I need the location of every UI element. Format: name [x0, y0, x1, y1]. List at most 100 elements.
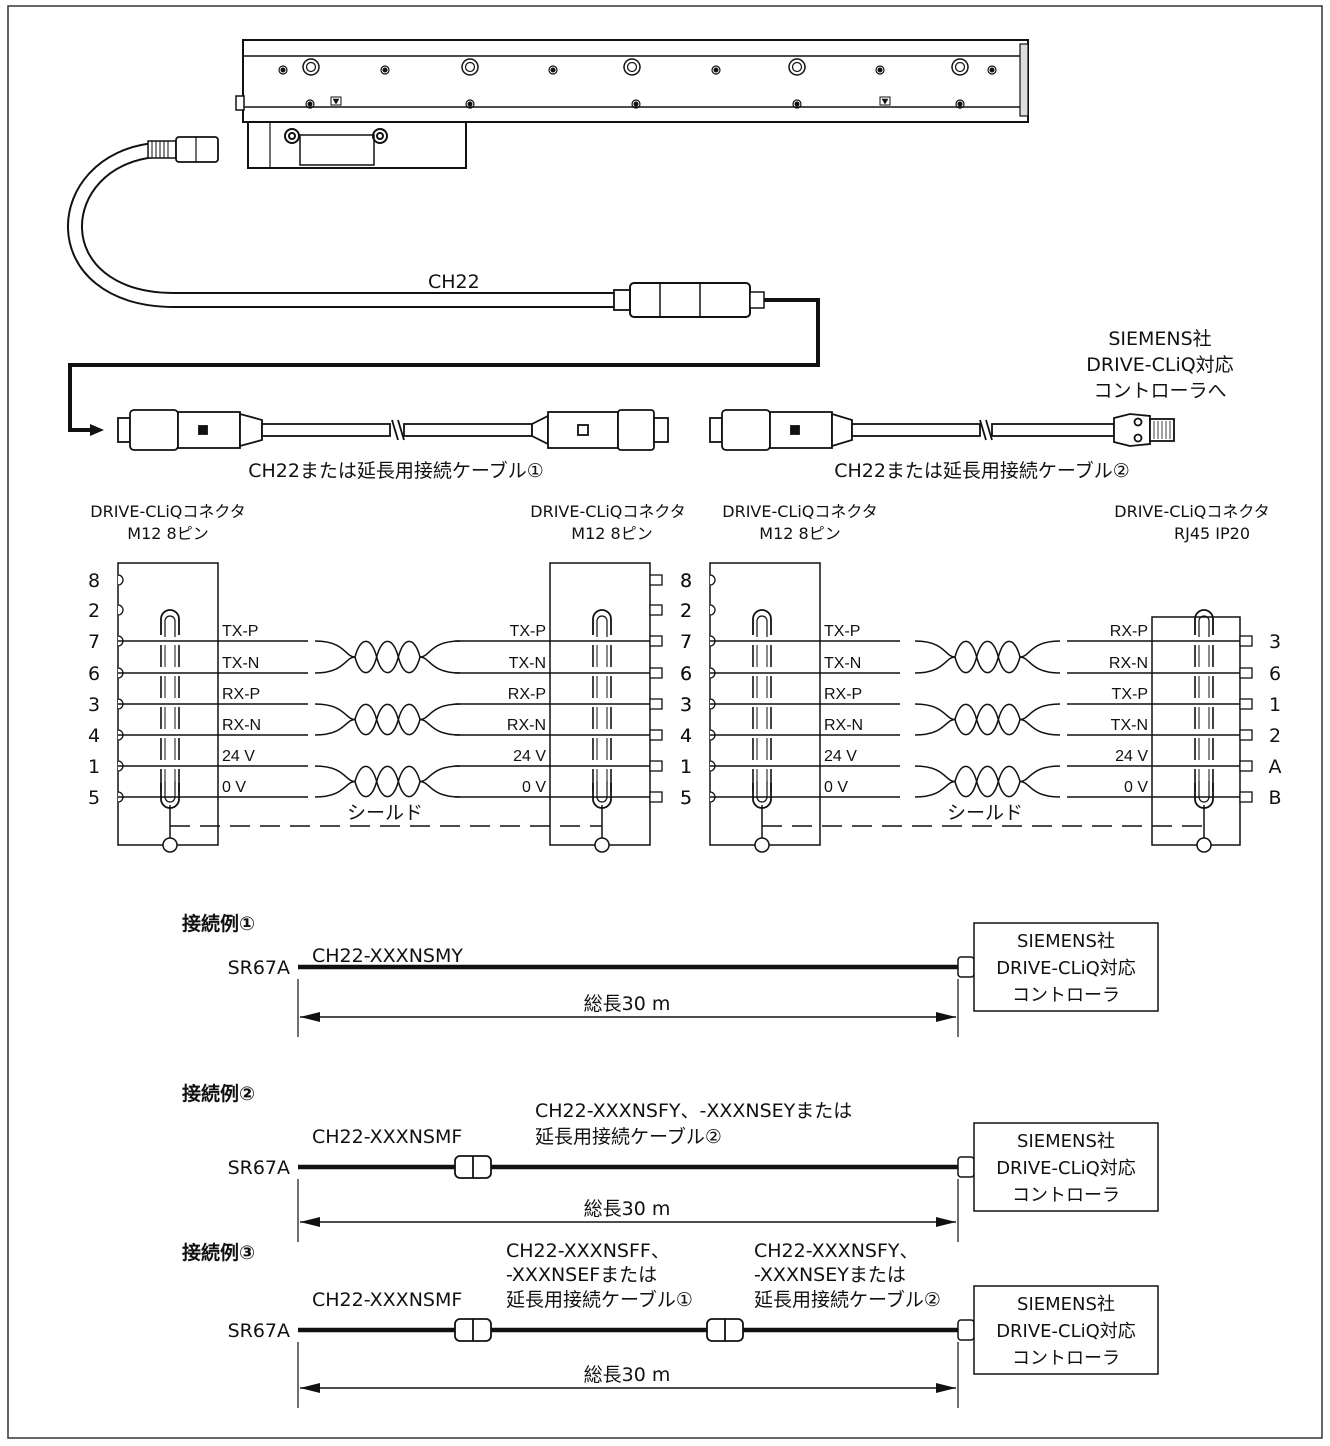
signal-label: TX-P — [222, 623, 258, 640]
device-label: SR67A — [228, 957, 290, 979]
pin-number: 1 — [1269, 694, 1281, 716]
pin-number: 2 — [88, 600, 100, 622]
signal-label: RX-N — [824, 717, 863, 734]
segment-label: CH22-XXXNSFY、 — [754, 1240, 919, 1262]
signal-label: TX-N — [824, 655, 861, 672]
signal-label: 24 V — [824, 748, 857, 765]
svg-text:RJ45 IP20: RJ45 IP20 — [1174, 524, 1250, 543]
segment-label: CH22-XXXNSFY、-XXXNSEYまたは — [535, 1100, 852, 1122]
signal-label: RX-P — [1110, 623, 1148, 640]
pin-number: 7 — [680, 631, 692, 653]
pin-number: 4 — [680, 725, 692, 747]
pin-number: 4 — [680, 725, 692, 747]
segment-label: CH22-XXXNSMF — [312, 1126, 462, 1148]
svg-text:DRIVE-CLiQ対応: DRIVE-CLiQ対応 — [996, 1158, 1136, 1179]
pin-number: 3 — [680, 694, 692, 716]
total-length-label: 総長30 m — [584, 993, 671, 1015]
segment-label: CH22-XXXNSFF、 — [506, 1240, 670, 1262]
signal-label: TX-N — [1111, 717, 1148, 734]
controller-connector — [957, 956, 975, 978]
signal-label: 0 V — [222, 779, 246, 796]
signal-label: RX-P — [508, 686, 546, 703]
example-title: 接続例③ — [182, 1241, 255, 1264]
pin-number: 4 — [88, 725, 100, 747]
svg-text:コントローラへ: コントローラへ — [1093, 380, 1226, 402]
segment-label: -XXXNSEYまたは — [754, 1264, 906, 1286]
svg-text:SIEMENS社: SIEMENS社 — [1108, 328, 1211, 350]
segment-label: 延長用接続ケーブル① — [506, 1288, 693, 1311]
pin-number: 3 — [680, 694, 692, 716]
cable1-title: CH22または延長用接続ケーブル① — [248, 459, 544, 482]
svg-text:コントローラ: コントローラ — [1012, 1185, 1120, 1206]
pin-number: 8 — [680, 570, 692, 592]
signal-label: RX-N — [507, 717, 546, 734]
ch22-cable — [67, 136, 820, 432]
svg-text:DRIVE-CLiQ対応: DRIVE-CLiQ対応 — [996, 958, 1136, 979]
controller-connector — [957, 1156, 975, 1178]
sensor-head — [235, 39, 1029, 169]
signal-label: TX-P — [1112, 686, 1148, 703]
svg-text:DRIVE-CLiQコネクタ: DRIVE-CLiQコネクタ — [530, 502, 685, 521]
pin-number: 2 — [680, 600, 692, 622]
pin-number: 1 — [680, 756, 692, 778]
signal-label: 0 V — [1124, 779, 1148, 796]
svg-text:DRIVE-CLiQ対応: DRIVE-CLiQ対応 — [1086, 354, 1233, 376]
pin-number: 2 — [680, 600, 692, 622]
signal-label: 24 V — [513, 748, 546, 765]
device-label: SR67A — [228, 1157, 290, 1179]
cable2-title: CH22または延長用接続ケーブル② — [834, 459, 1130, 482]
svg-text:コントローラ: コントローラ — [1012, 1348, 1120, 1369]
signal-label: RX-N — [1109, 655, 1148, 672]
pin-number: 8 — [680, 570, 692, 592]
page-border — [7, 5, 1323, 1439]
arrow-head — [90, 424, 104, 436]
extension-cable-1 — [117, 409, 669, 451]
svg-text:DRIVE-CLiQコネクタ: DRIVE-CLiQコネクタ — [1114, 502, 1269, 521]
pin-number: 1 — [680, 756, 692, 778]
svg-text:DRIVE-CLiQコネクタ: DRIVE-CLiQコネクタ — [722, 502, 877, 521]
pin-number: 5 — [680, 787, 692, 809]
signal-label: RX-N — [222, 717, 261, 734]
signal-label: RX-P — [222, 686, 260, 703]
shield-label: シールド — [947, 802, 1023, 824]
pin-number: 3 — [88, 694, 100, 716]
svg-text:DRIVE-CLiQコネクタ: DRIVE-CLiQコネクタ — [90, 502, 245, 521]
pin-number: A — [1269, 756, 1282, 778]
signal-label: 0 V — [522, 779, 546, 796]
segment-label: 延長用接続ケーブル② — [754, 1288, 941, 1311]
pin-number: 5 — [88, 787, 100, 809]
connector-titles: DRIVE-CLiQコネクタ M12 8ピン DRIVE-CLiQコネクタ M1… — [90, 502, 1269, 543]
signal-label: 24 V — [1115, 748, 1148, 765]
segment-label: CH22-XXXNSMY — [312, 945, 463, 967]
pin-number: 6 — [88, 663, 100, 685]
device-label: SR67A — [228, 1320, 290, 1342]
connection-examples: 接続例①SR67ASIEMENS社DRIVE-CLiQ対応コントローラCH22-… — [182, 912, 1159, 1408]
pin-number: 2 — [1269, 725, 1281, 747]
signal-label: RX-P — [824, 686, 862, 703]
pin-number: 8 — [88, 570, 100, 592]
total-length-label: 総長30 m — [584, 1364, 671, 1386]
svg-text:DRIVE-CLiQ対応: DRIVE-CLiQ対応 — [996, 1321, 1136, 1342]
pin-number: 6 — [1269, 663, 1281, 685]
connection-example-1: 接続例①SR67ASIEMENS社DRIVE-CLiQ対応コントローラCH22-… — [182, 912, 1159, 1037]
signal-label: TX-P — [510, 623, 546, 640]
example-title: 接続例① — [182, 912, 255, 935]
svg-text:M12 8ピン: M12 8ピン — [571, 524, 652, 543]
signal-label: 0 V — [824, 779, 848, 796]
svg-text:SIEMENS社: SIEMENS社 — [1017, 931, 1115, 952]
connection-example-3: 接続例③SR67ASIEMENS社DRIVE-CLiQ対応コントローラCH22-… — [182, 1240, 1159, 1408]
pin-number: 7 — [680, 631, 692, 653]
cable-label: CH22 — [428, 271, 480, 293]
pin-number: B — [1268, 787, 1281, 809]
extension-cable-2 — [709, 409, 1175, 451]
pin-number: 6 — [680, 663, 692, 685]
example-title: 接続例② — [182, 1082, 255, 1105]
svg-text:M12 8ピン: M12 8ピン — [759, 524, 840, 543]
controller-connector — [957, 1319, 975, 1341]
